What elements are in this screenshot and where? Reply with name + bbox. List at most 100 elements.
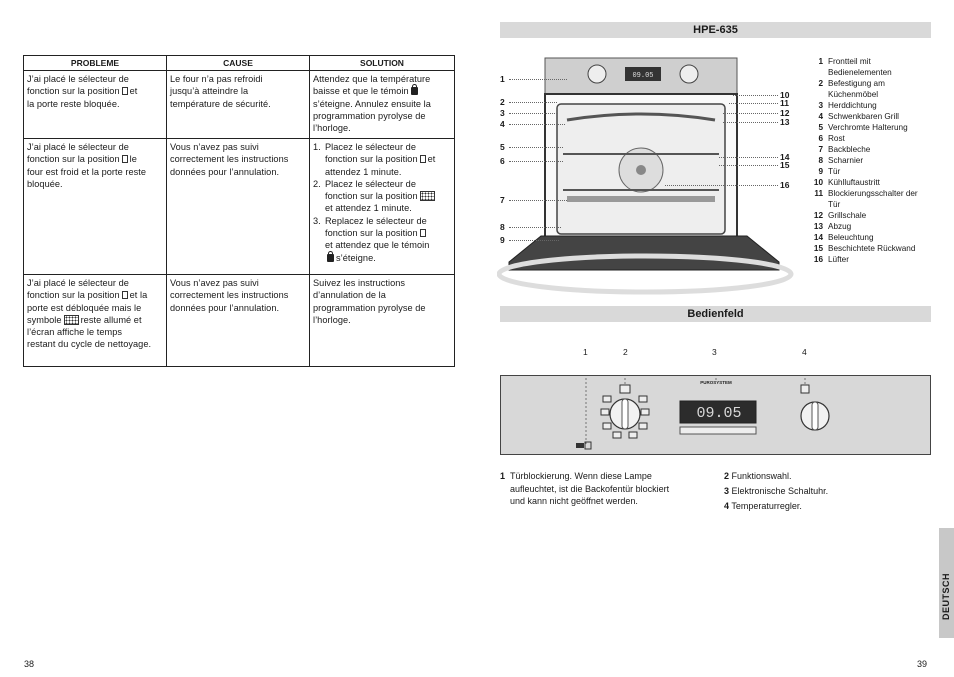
page-number-left: 38 xyxy=(24,659,35,669)
callout-leader xyxy=(509,124,565,125)
panel-callout-1: 1 xyxy=(583,347,588,357)
callout-leader xyxy=(509,113,557,114)
troubleshooting-table: PROBLEME CAUSE SOLUTION J’ai placé le sé… xyxy=(23,55,455,367)
function-position-icon xyxy=(121,291,128,300)
callout-13: 13 xyxy=(780,117,790,127)
callout-16: 16 xyxy=(780,180,790,190)
language-tab-label: DEUTSCH xyxy=(941,572,951,620)
control-panel-diagram: PUROSYSTEM 09.05 xyxy=(500,366,931,455)
callout-14: 14 xyxy=(780,152,790,162)
table-row: J’ai placé le sélecteur de fonction sur … xyxy=(23,274,455,367)
callout-9: 9 xyxy=(500,235,505,245)
lock-icon xyxy=(327,250,334,262)
row3-probleme: J’ai placé le sélecteur de fonction sur … xyxy=(23,274,167,367)
row2-solution: 1. Placez le sélecteur de fonction sur l… xyxy=(309,138,455,275)
callout-7: 7 xyxy=(500,195,505,205)
callout-11: 11 xyxy=(780,98,789,108)
function-position-icon xyxy=(121,155,128,164)
callout-leader xyxy=(719,165,778,166)
language-tab: DEUTSCH xyxy=(939,528,954,638)
callout-leader xyxy=(665,185,778,186)
callout-leader xyxy=(509,147,563,148)
page-number-right: 39 xyxy=(917,659,928,669)
solution-step: 3. Replacez le sélecteur de fonction sur… xyxy=(313,215,430,263)
panel-description-1: 1 Türblockierung. Wenn diese Lampe aufle… xyxy=(500,471,670,506)
table-row: J’ai placé le sélecteur de fonction sur … xyxy=(23,138,455,275)
row1-solution: Attendez que la température baisse et qu… xyxy=(309,70,455,139)
model-title: HPE-635 xyxy=(500,22,931,38)
table-header-row: PROBLEME CAUSE SOLUTION xyxy=(23,55,455,71)
electronic-clock-display xyxy=(679,400,757,424)
callout-leader xyxy=(509,161,563,162)
row2-cause: Vous n’avez pas suivi correctement les i… xyxy=(166,138,310,275)
function-position-icon xyxy=(419,229,426,238)
callout-leader xyxy=(509,200,567,201)
lock-icon xyxy=(410,84,418,96)
function-position-icon xyxy=(121,87,128,96)
header-solution: SOLUTION xyxy=(309,55,455,71)
panel-callout-2: 2 xyxy=(623,347,628,357)
header-probleme: PROBLEME xyxy=(23,55,167,71)
row2-probleme: J’ai placé le sélecteur de fonction sur … xyxy=(23,138,167,275)
oven-diagram: 09.05 1 2 3 4 5 6 7 8 9 10 11 12 13 14 1… xyxy=(496,50,807,300)
table-row: J’ai placé le sélecteur de fonction sur … xyxy=(23,70,455,139)
callout-leader xyxy=(719,157,778,158)
callout-6: 6 xyxy=(500,156,505,166)
row3-cause: Vous n’avez pas suivi correctement les i… xyxy=(166,274,310,367)
panel-section-title: Bedienfeld xyxy=(500,306,931,322)
callout-leader xyxy=(509,102,557,103)
panel-callout-3: 3 xyxy=(712,347,717,357)
panel-display-time: 09.05 xyxy=(696,405,741,422)
control-panel-illustration: PUROSYSTEM 09.05 xyxy=(576,366,830,450)
callout-leader xyxy=(723,122,778,123)
callout-15: 15 xyxy=(780,160,790,170)
diagram-display-time: 09.05 xyxy=(632,72,653,80)
function-position-icon xyxy=(419,155,426,164)
callout-8: 8 xyxy=(500,222,505,232)
callout-4: 4 xyxy=(500,119,505,129)
solution-step: 2. Placez le sélecteur de fonction sur l… xyxy=(313,178,451,215)
row1-probleme: J’ai placé le sélecteur de fonction sur … xyxy=(23,70,167,139)
panel-callout-4: 4 xyxy=(802,347,807,357)
pyrolysis-icon xyxy=(63,314,79,325)
header-cause: CAUSE xyxy=(166,55,310,71)
solution-step: 1. Placez le sélecteur de fonction sur l… xyxy=(313,142,436,177)
row1-cause: Le four n’a pas refroidi jusqu’à atteind… xyxy=(166,70,310,139)
pyrolysis-icon xyxy=(419,191,435,202)
oven-illustration: 09.05 xyxy=(496,57,794,295)
callout-1: 1 xyxy=(500,74,505,84)
door-lock-lamp xyxy=(576,443,584,448)
panel-descriptions-2-4: 2 Funktionswahl. 3 Elektronische Schaltu… xyxy=(724,471,829,511)
callout-2: 2 xyxy=(500,97,505,107)
callout-3: 3 xyxy=(500,108,505,118)
callout-10: 10 xyxy=(780,90,790,100)
solution-steps: 1. Placez le sélecteur de fonction sur l… xyxy=(313,141,451,264)
callout-leader xyxy=(509,227,561,228)
row3-solution: Suivez les instructions d’annulation de … xyxy=(309,274,455,367)
callout-leader xyxy=(729,103,778,104)
callout-5: 5 xyxy=(500,142,505,152)
callout-leader xyxy=(733,95,778,96)
callout-leader xyxy=(509,240,559,241)
callout-12: 12 xyxy=(780,108,790,118)
callout-leader xyxy=(509,79,567,80)
callout-leader xyxy=(723,113,778,114)
panel-brand-label: PUROSYSTEM xyxy=(700,380,732,385)
